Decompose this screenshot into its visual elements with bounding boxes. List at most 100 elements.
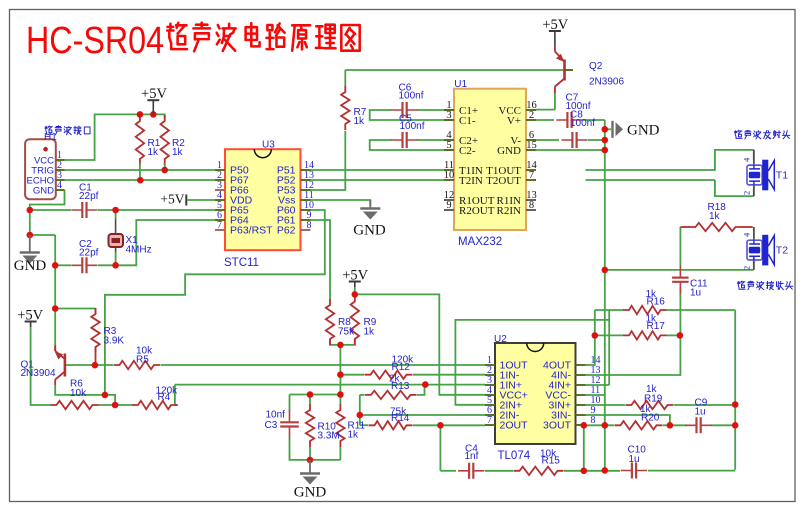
- svg-text:GND: GND: [294, 485, 327, 501]
- svg-text:100nf: 100nf: [566, 101, 591, 112]
- svg-text:1IN-: 1IN-: [500, 370, 520, 382]
- svg-text:4MHz: 4MHz: [126, 245, 152, 256]
- svg-text:R7: R7: [354, 107, 367, 118]
- svg-text:C11: C11: [690, 279, 708, 290]
- svg-text:R10: R10: [318, 422, 337, 433]
- svg-text:2OUT: 2OUT: [500, 420, 529, 432]
- svg-text:C10: C10: [628, 445, 647, 456]
- svg-text:15: 15: [526, 140, 537, 151]
- svg-text:120k: 120k: [392, 355, 415, 366]
- svg-text:13: 13: [526, 190, 537, 201]
- svg-text:14: 14: [526, 160, 537, 171]
- svg-text:U3: U3: [262, 139, 275, 150]
- svg-text:3: 3: [446, 110, 451, 121]
- svg-text:R15: R15: [542, 456, 561, 467]
- svg-text:4: 4: [742, 232, 752, 237]
- svg-text:2: 2: [529, 110, 534, 121]
- svg-text:C5: C5: [399, 114, 412, 125]
- svg-text:VCC+: VCC+: [500, 390, 528, 402]
- svg-text:U2: U2: [494, 334, 507, 345]
- svg-text:P63/RST: P63/RST: [230, 225, 273, 237]
- svg-text:12: 12: [304, 180, 314, 191]
- svg-text:R19: R19: [644, 394, 663, 405]
- svg-text:R14: R14: [391, 413, 410, 424]
- svg-text:T2: T2: [776, 245, 788, 257]
- svg-text:1k: 1k: [646, 384, 658, 395]
- svg-text:GND: GND: [353, 223, 386, 239]
- svg-text:C2+: C2+: [459, 135, 478, 147]
- svg-text:HC-SR04: HC-SR04: [26, 20, 164, 62]
- svg-text:R2OUT: R2OUT: [459, 205, 495, 217]
- svg-text:8: 8: [591, 415, 596, 426]
- svg-text:GND: GND: [33, 185, 54, 196]
- svg-text:VCC: VCC: [34, 155, 54, 166]
- svg-text:R2IN: R2IN: [497, 205, 522, 217]
- svg-text:X1: X1: [126, 235, 139, 246]
- svg-text:3IN-: 3IN-: [551, 410, 571, 422]
- svg-text:GND: GND: [14, 258, 47, 274]
- svg-text:3OUT: 3OUT: [543, 420, 572, 432]
- svg-text:R3: R3: [104, 326, 117, 337]
- svg-text:R16: R16: [647, 297, 666, 308]
- svg-text:1OUT: 1OUT: [500, 360, 529, 372]
- svg-text:1: 1: [217, 160, 222, 171]
- svg-text:3.9K: 3.9K: [104, 336, 125, 347]
- svg-text:100nf: 100nf: [400, 121, 425, 132]
- svg-text:R12: R12: [392, 362, 411, 373]
- svg-text:Q1: Q1: [21, 360, 35, 371]
- svg-text:14: 14: [591, 355, 601, 366]
- svg-text:T2IN: T2IN: [459, 175, 483, 187]
- svg-text:16: 16: [526, 100, 537, 111]
- svg-text:R18: R18: [708, 202, 727, 213]
- svg-text:R11: R11: [348, 421, 366, 432]
- svg-text:U1: U1: [454, 79, 467, 90]
- svg-text:+5V: +5V: [141, 86, 167, 102]
- svg-text:P52: P52: [277, 175, 296, 187]
- svg-text:11: 11: [591, 385, 601, 396]
- svg-text:C6: C6: [399, 83, 412, 94]
- svg-text:1k: 1k: [646, 289, 658, 300]
- svg-text:8: 8: [529, 200, 534, 211]
- svg-text:P66: P66: [230, 185, 249, 197]
- svg-text:Vss: Vss: [278, 195, 296, 207]
- svg-text:6: 6: [217, 210, 222, 221]
- svg-text:100nf: 100nf: [399, 91, 424, 102]
- svg-text:11: 11: [444, 160, 454, 171]
- svg-text:C2-: C2-: [459, 145, 476, 157]
- svg-text:+5V: +5V: [342, 268, 368, 284]
- svg-text:R6: R6: [70, 379, 83, 390]
- svg-text:10k: 10k: [136, 346, 153, 357]
- svg-text:1k: 1k: [148, 147, 160, 158]
- svg-text:+5V: +5V: [17, 307, 43, 323]
- svg-text:C8: C8: [570, 110, 583, 121]
- svg-text:TL074: TL074: [498, 450, 531, 462]
- svg-text:R9: R9: [364, 317, 377, 328]
- svg-text:6: 6: [487, 405, 492, 416]
- svg-text:C3: C3: [265, 420, 278, 431]
- svg-text:STC11: STC11: [224, 257, 259, 269]
- svg-text:8: 8: [307, 220, 312, 231]
- svg-text:R8: R8: [338, 317, 351, 328]
- svg-text:7: 7: [217, 220, 222, 231]
- svg-text:3: 3: [57, 170, 62, 181]
- svg-text:6: 6: [529, 130, 534, 141]
- svg-text:VCC: VCC: [498, 105, 521, 117]
- svg-text:1k: 1k: [640, 404, 652, 415]
- svg-text:2N3906: 2N3906: [589, 77, 624, 88]
- svg-text:4: 4: [446, 130, 452, 141]
- svg-text:7: 7: [529, 170, 534, 181]
- svg-text:75k: 75k: [390, 407, 407, 418]
- svg-text:1nf: 1nf: [465, 451, 479, 462]
- svg-text:2: 2: [487, 365, 492, 376]
- svg-text:4: 4: [57, 180, 62, 191]
- svg-text:C7: C7: [566, 93, 579, 104]
- svg-text:9: 9: [446, 200, 451, 211]
- svg-text:9: 9: [591, 405, 596, 416]
- svg-text:5: 5: [487, 395, 492, 406]
- svg-text:TRIG: TRIG: [31, 165, 54, 176]
- svg-text:2IN+: 2IN+: [500, 400, 522, 412]
- svg-text:1k: 1k: [354, 116, 366, 127]
- svg-text:R1OUT: R1OUT: [459, 195, 495, 207]
- svg-text:+5V: +5V: [160, 192, 184, 207]
- svg-text:P53: P53: [277, 185, 296, 197]
